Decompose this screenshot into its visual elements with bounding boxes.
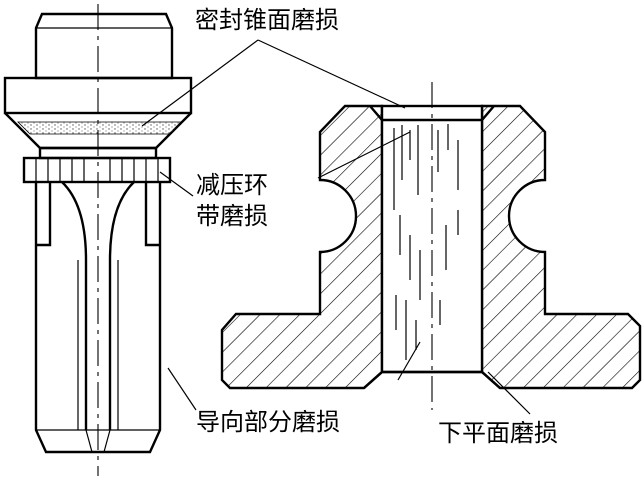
leader-seal-cone-spool xyxy=(141,39,259,127)
bore-wear-streaks xyxy=(393,124,459,360)
relief-ring-band xyxy=(22,156,172,184)
seat-left-wall xyxy=(220,104,384,390)
leader-bore xyxy=(397,341,421,381)
spool-guide-body xyxy=(34,182,162,454)
leader-relief-ring-seat xyxy=(317,131,411,179)
label-relief-ring-line1: 减压环 xyxy=(196,171,268,199)
label-relief-ring-line2: 带磨损 xyxy=(196,202,268,230)
leader-guide-wear xyxy=(167,367,197,411)
leader-seal-cone-seat xyxy=(257,39,406,109)
leader-lines xyxy=(141,39,531,415)
guide-left-step xyxy=(36,182,52,247)
guide-right-flute xyxy=(108,181,135,430)
guide-left-flute xyxy=(61,181,88,430)
guide-right-step xyxy=(144,182,160,247)
seat-right-wall xyxy=(480,104,642,390)
valve-seat-section xyxy=(220,82,642,410)
leader-relief-ring xyxy=(159,171,194,197)
label-lower-face-wear: 下平面磨损 xyxy=(438,419,558,447)
seal-cone-wear-zone xyxy=(17,121,183,135)
seat-top-chamfer xyxy=(369,105,495,122)
label-seal-cone-wear: 密封锥面磨损 xyxy=(195,6,339,34)
valve-spool xyxy=(3,4,193,476)
guide-bottom-lines xyxy=(85,429,111,453)
seat-bottom-chamfer xyxy=(363,370,501,389)
spool-top-cylinder xyxy=(34,12,174,80)
leader-lower-face xyxy=(487,371,531,415)
relief-ring-knurl xyxy=(35,158,159,182)
label-guide-wear: 导向部分磨损 xyxy=(196,408,340,436)
